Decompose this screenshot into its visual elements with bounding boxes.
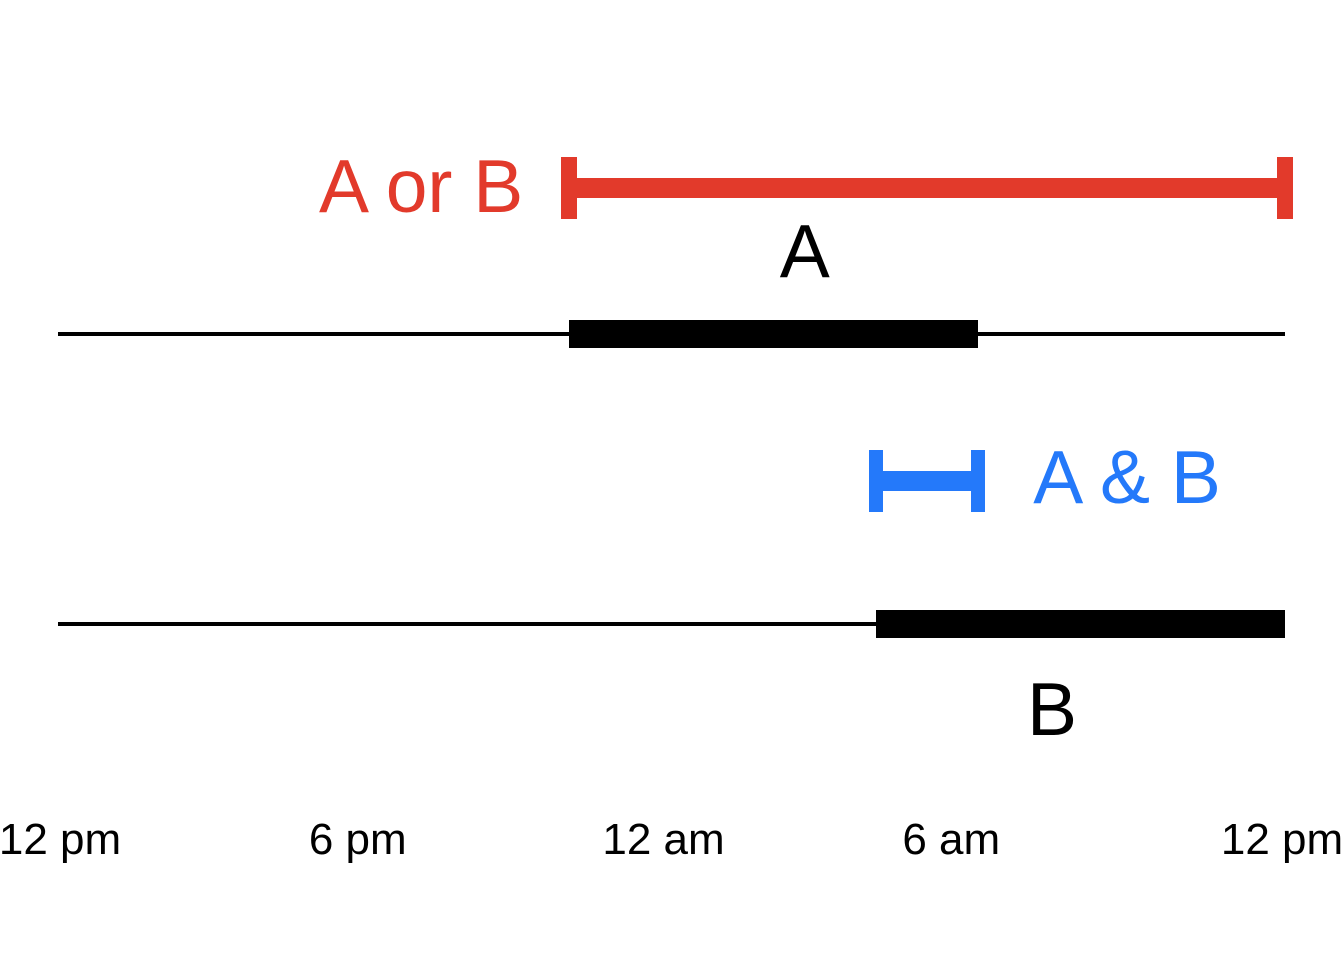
event-b-label: B [1026,667,1078,751]
union-right-cap [1277,157,1293,219]
intersection-right-cap [971,450,986,512]
axis-tick-label-12pm-right: 12 pm [1220,815,1344,864]
event-a-interval-bar [569,320,979,348]
axis-tick-label-6am: 6 am [902,815,1001,864]
event-a-label: A [779,209,830,293]
union-interval-label: A or B [318,144,524,228]
intersection-range-bar [869,471,986,491]
timeline-b-baseline [58,622,1285,626]
event-b-interval-bar [876,610,1285,638]
union-range-bar [561,178,1293,198]
axis-tick-label-12pm-left: 12 pm [0,815,122,864]
axis-tick-label-6pm: 6 pm [308,815,407,864]
intersection-interval-label: A & B [1033,435,1221,519]
axis-tick-label-12am: 12 am [602,815,725,864]
